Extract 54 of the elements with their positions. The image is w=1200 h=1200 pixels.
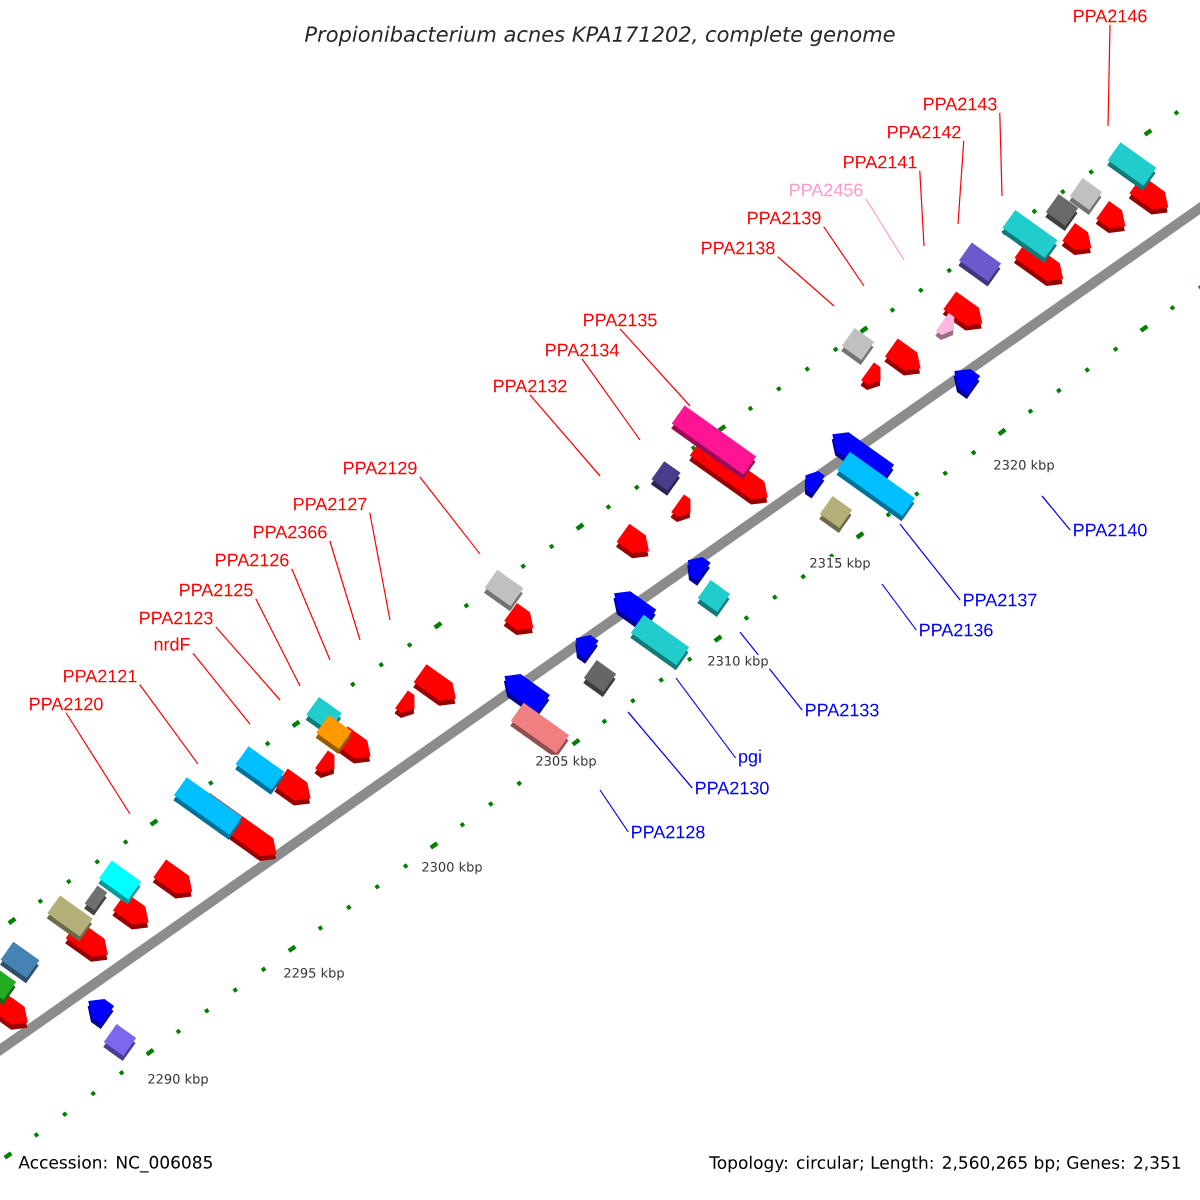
gene-label: PPA2123 [140,611,213,625]
leader-line [369,512,391,621]
gene-label: PPA2137 [964,593,1037,607]
leader-line [999,112,1003,197]
gene-label: PPA2141 [844,155,917,169]
leader-line [919,170,925,247]
gene-label: PPA2133 [806,703,879,717]
gene-label: PPA2120 [30,697,103,711]
gene-label: PPA2136 [920,623,993,637]
leader-line [419,476,481,555]
gene-label: PPA2140 [1074,523,1147,537]
leader-line [581,358,641,441]
leader-line [823,226,865,287]
gene-label: PPA2135 [584,313,657,327]
title: Propionibacterium acnes KPA171202, complete genome [304,25,895,47]
leader-line [599,789,629,833]
leader-line [192,652,251,725]
gene-label: PPA2129 [344,461,417,475]
leader-line [881,583,917,631]
leader-line [291,568,331,661]
leader-line [957,140,965,225]
gene-label: PPA2138 [702,241,775,255]
leader-line [255,598,301,687]
gene-label: PPA2128 [632,825,705,839]
gene-label: PPA2139 [748,211,821,225]
gene-label: PPA2132 [494,379,567,393]
gene-label: PPA2127 [294,497,367,511]
gene-label: PPA2456 [790,183,863,197]
gene-label: PPA2366 [254,525,327,539]
gene-label: pgi [739,749,761,767]
gene-label: PPA2125 [180,583,253,597]
leader-line [1041,495,1071,531]
leader-line [899,523,961,601]
gene-label: nrdF [154,637,190,651]
leader-line [619,328,691,407]
leader-line [627,711,693,789]
genome-info-text: Topology: circular; Length: 2,560,265 bp; Genes: 2,351 [709,1155,1181,1173]
leader-line [777,256,835,307]
gene-label: PPA2121 [64,669,137,683]
leader-line [65,712,131,815]
gene-label: PPA2142 [888,125,961,139]
gene-label: PPA2130 [696,781,769,795]
gene-label: PPA2143 [924,97,997,111]
gene-label: PPA2134 [546,343,619,357]
leader-line [139,684,199,765]
leader-line [329,540,361,641]
gene-label: PPA2126 [216,553,289,567]
accession-text: Accession: NC_006085 [18,1155,212,1173]
gene-label: PPA2146 [1074,9,1147,23]
leader-line [1107,24,1111,127]
leader-line [675,677,737,759]
leader-line [529,394,601,477]
leader-line [215,626,281,701]
leader-line [865,198,905,261]
